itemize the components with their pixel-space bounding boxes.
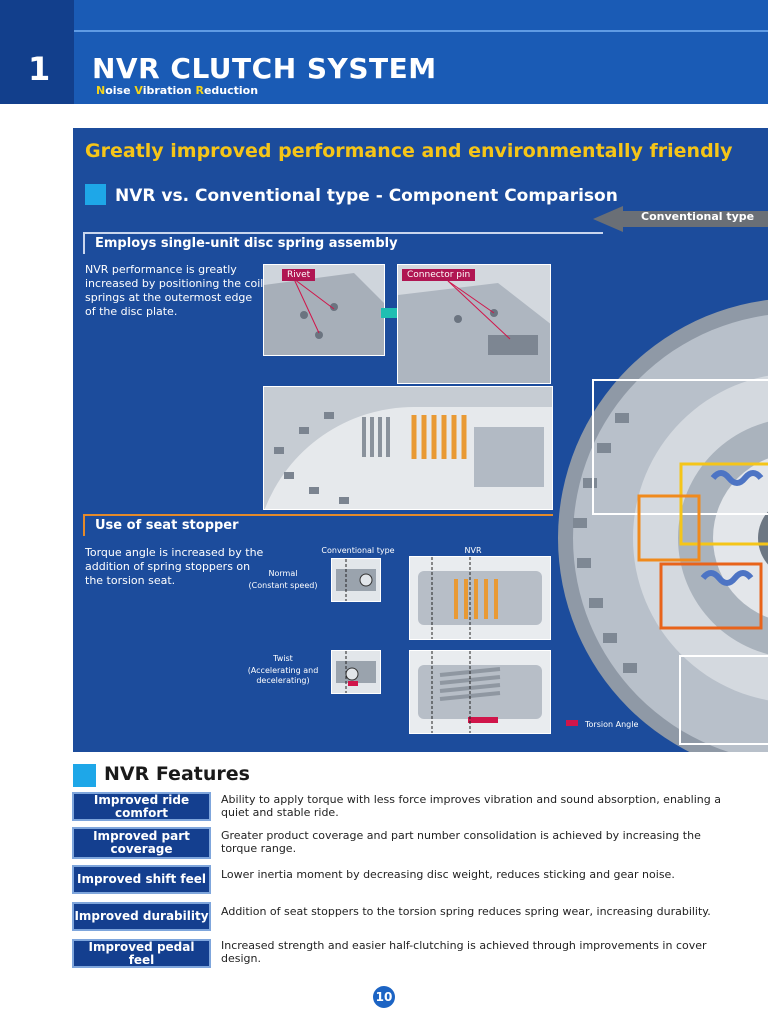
rivet-detail-image [264,265,384,355]
subtitle-word: eduction [203,84,259,97]
chapter-tab: 1 [0,0,74,104]
disc-spring-heading: Employs single-unit disc spring assembly [83,232,593,254]
nvr-normal-image [418,557,542,639]
normal-sublabel: (Constant speed) [248,581,318,590]
conventional-normal-diagram [331,558,381,602]
subtitle-initial: V [134,84,143,97]
chapter-number: 1 [28,50,51,88]
header-rule [0,30,768,32]
twist-label: Twist [273,654,293,663]
conventional-twist-image [336,651,376,693]
rivet-photo: Rivet [263,264,385,356]
subtitle-word: oise [105,84,135,97]
header-bar [0,0,768,104]
conventional-normal-image [336,559,376,601]
conventional-twist-diagram [331,650,381,694]
nvr-normal-diagram [409,556,551,640]
feature-pedal-feel-badge: Improved pedal feel [72,939,211,968]
connector-pin-callout: Connector pin [402,269,476,281]
page-number: 10 [373,986,395,1008]
page-subtitle: Noise Vibration Reduction [96,84,258,97]
conventional-type-tag: Conventional type [641,210,755,223]
clutch-disc-illustration [558,299,768,752]
seat-stopper-heading: Use of seat stopper [83,514,553,536]
heading-rule [555,232,603,234]
feature-shift-feel-text: Lower inertia moment by decreasing disc … [221,868,675,881]
features-title: NVR Features [104,763,250,785]
connector-pin-photo: Connector pin [397,264,551,384]
spring-assembly-photo [263,386,553,510]
feature-part-coverage-text: Greater product coverage and part number… [221,829,701,855]
subtitle-initial: R [195,84,204,97]
comparison-panel: Greatly improved performance and environ… [73,128,768,752]
section-marker-icon [85,184,106,205]
spring-assembly-image [264,387,552,509]
connector-pin-detail-image [398,265,550,383]
feature-shift-feel-badge: Improved shift feel [72,865,211,894]
seat-stopper-description: Torque angle is increased by the additio… [85,546,264,587]
subtitle-word: ibration [142,84,196,97]
panel-headline: Greatly improved performance and environ… [85,140,733,162]
feature-durability-badge: Improved durability [72,902,211,931]
nvr-twist-image [418,651,542,733]
disc-spring-description: NVR performance is greatly increased by … [85,263,264,318]
feature-ride-comfort-badge: Improved ride comfort [72,792,211,821]
section-title: NVR vs. Conventional type - Component Co… [115,186,618,206]
feature-ride-comfort-text: Ability to apply torque with less force … [221,793,721,819]
rivet-callout: Rivet [282,269,316,281]
subtitle-initial: N [96,84,106,97]
nvr-column-label: NVR [464,546,482,555]
conventional-column-label: Conventional type [321,546,395,555]
torsion-angle-swatch [566,720,578,726]
feature-durability-text: Addition of seat stoppers to the torsion… [221,905,711,918]
torsion-angle-label: Torsion Angle [585,720,639,729]
nvr-twist-diagram [409,650,551,734]
twist-sublabel: (Accelerating and decelerating) [247,666,319,685]
normal-label: Normal [268,569,298,578]
conventional-type-arrow [593,206,768,232]
features-marker-icon [73,764,96,787]
page-title: NVR CLUTCH SYSTEM [92,52,437,85]
feature-pedal-feel-text: Increased strength and easier half-clutc… [221,939,707,965]
feature-part-coverage-badge: Improved part coverage [72,827,211,859]
